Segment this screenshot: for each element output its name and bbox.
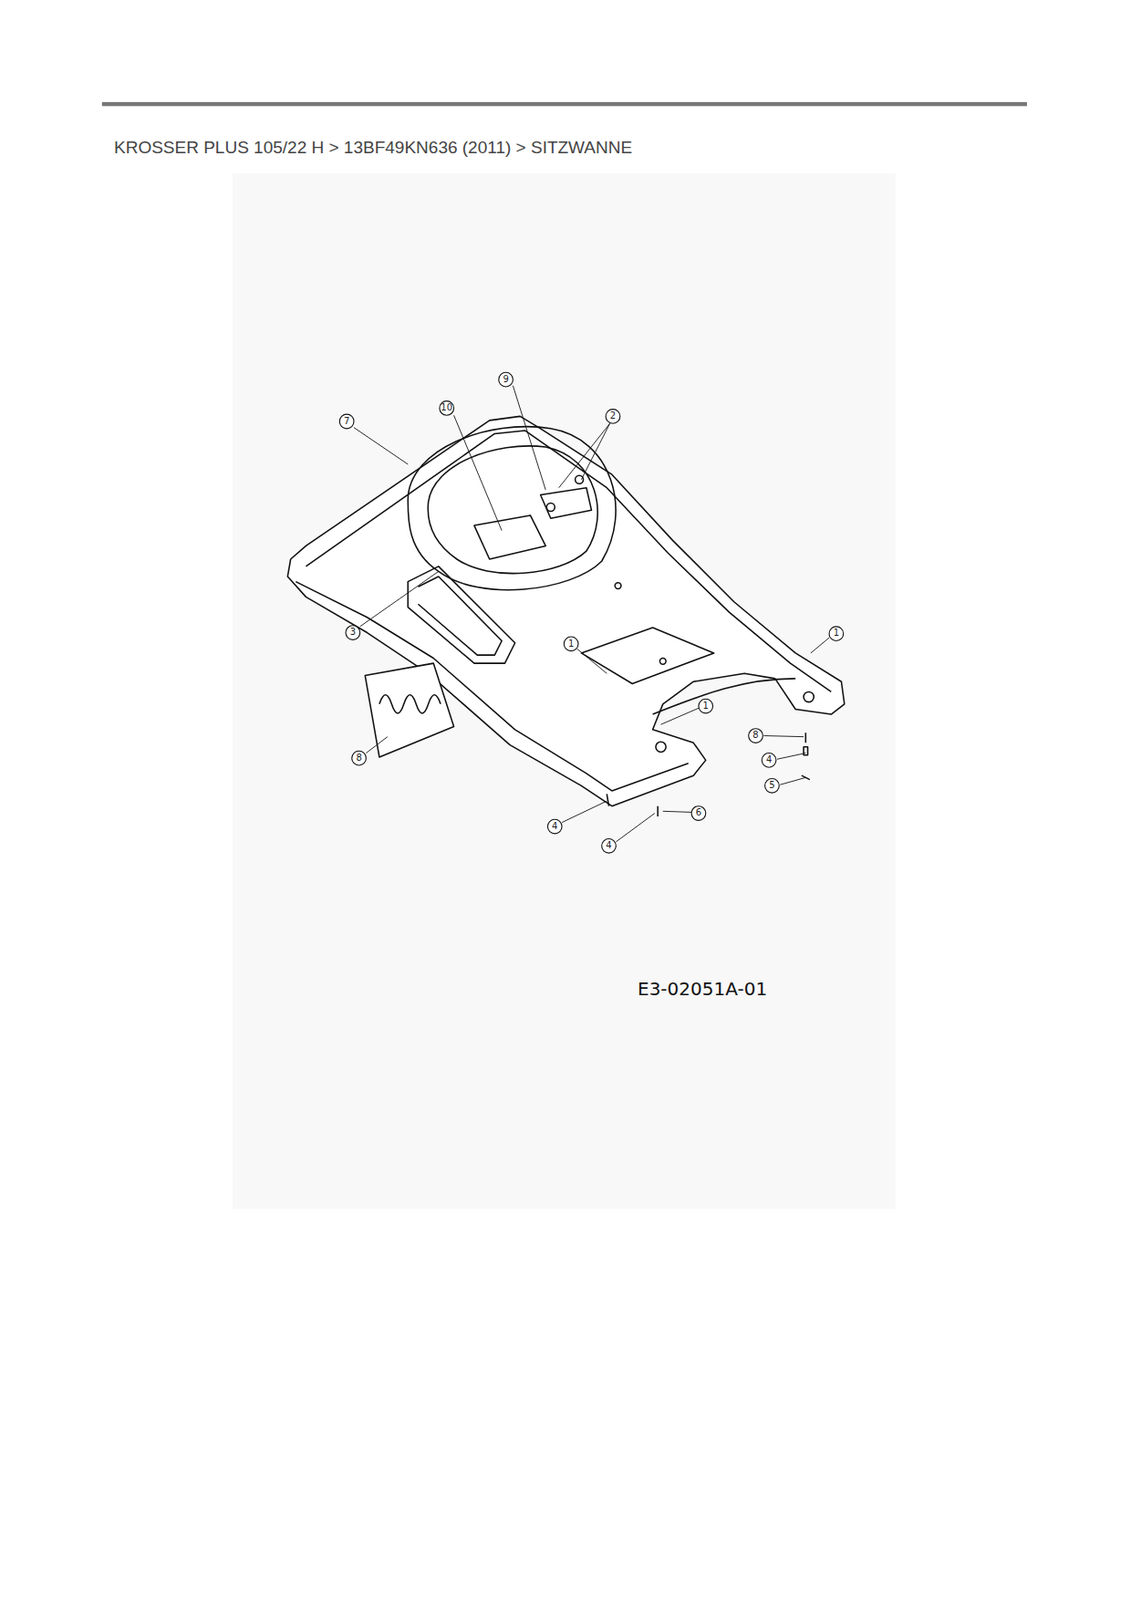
callout-number: 10: [439, 402, 455, 414]
callout-number: 4: [601, 840, 617, 851]
callout-number: 7: [339, 415, 354, 427]
breadcrumb-title: KROSSER PLUS 105/22 H > 13BF49KN636 (201…: [114, 137, 633, 158]
callout-number: 6: [691, 807, 706, 819]
callout-number: 1: [829, 627, 844, 639]
callout-number: 2: [605, 410, 621, 422]
callout-number: 8: [352, 752, 367, 764]
callout-number: 4: [761, 754, 777, 766]
callout-number: 1: [698, 700, 714, 712]
callout-number: 5: [764, 779, 779, 791]
callout-number: 4: [547, 820, 562, 832]
drawing-code: E3-02051A-01: [637, 977, 768, 1000]
callout-number: 9: [498, 373, 514, 385]
callout-number: 8: [748, 729, 764, 741]
callout-number: 1: [563, 638, 579, 650]
callout-number: 3: [345, 626, 361, 638]
